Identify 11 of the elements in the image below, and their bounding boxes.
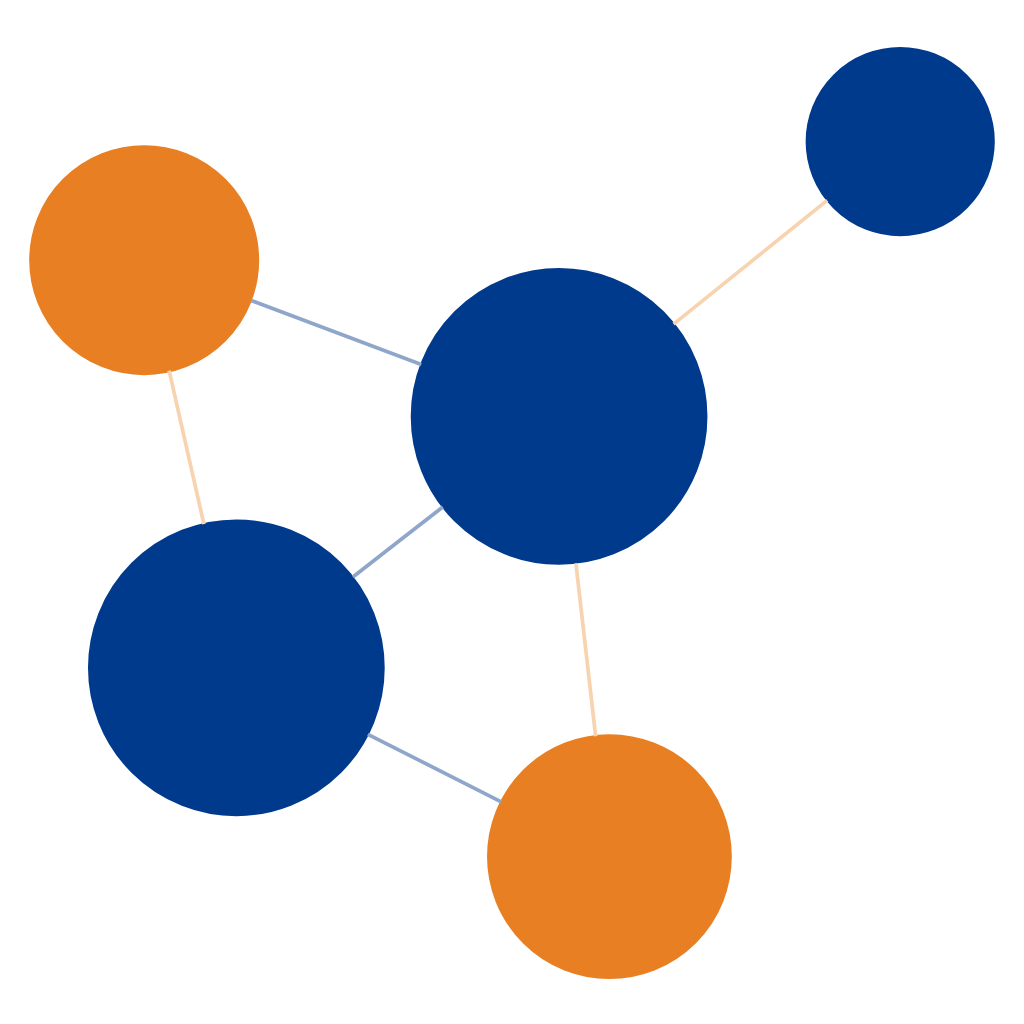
- node-circle: [88, 518, 385, 816]
- connector: [167, 369, 206, 524]
- node-circle: [410, 267, 708, 564]
- connector: [367, 731, 503, 803]
- connector: [250, 297, 422, 366]
- connector: [672, 197, 829, 325]
- connector: [574, 561, 598, 736]
- connector: [351, 504, 444, 578]
- node-circle: [487, 733, 732, 978]
- node-circle: [805, 46, 995, 236]
- node-circle: [29, 144, 260, 375]
